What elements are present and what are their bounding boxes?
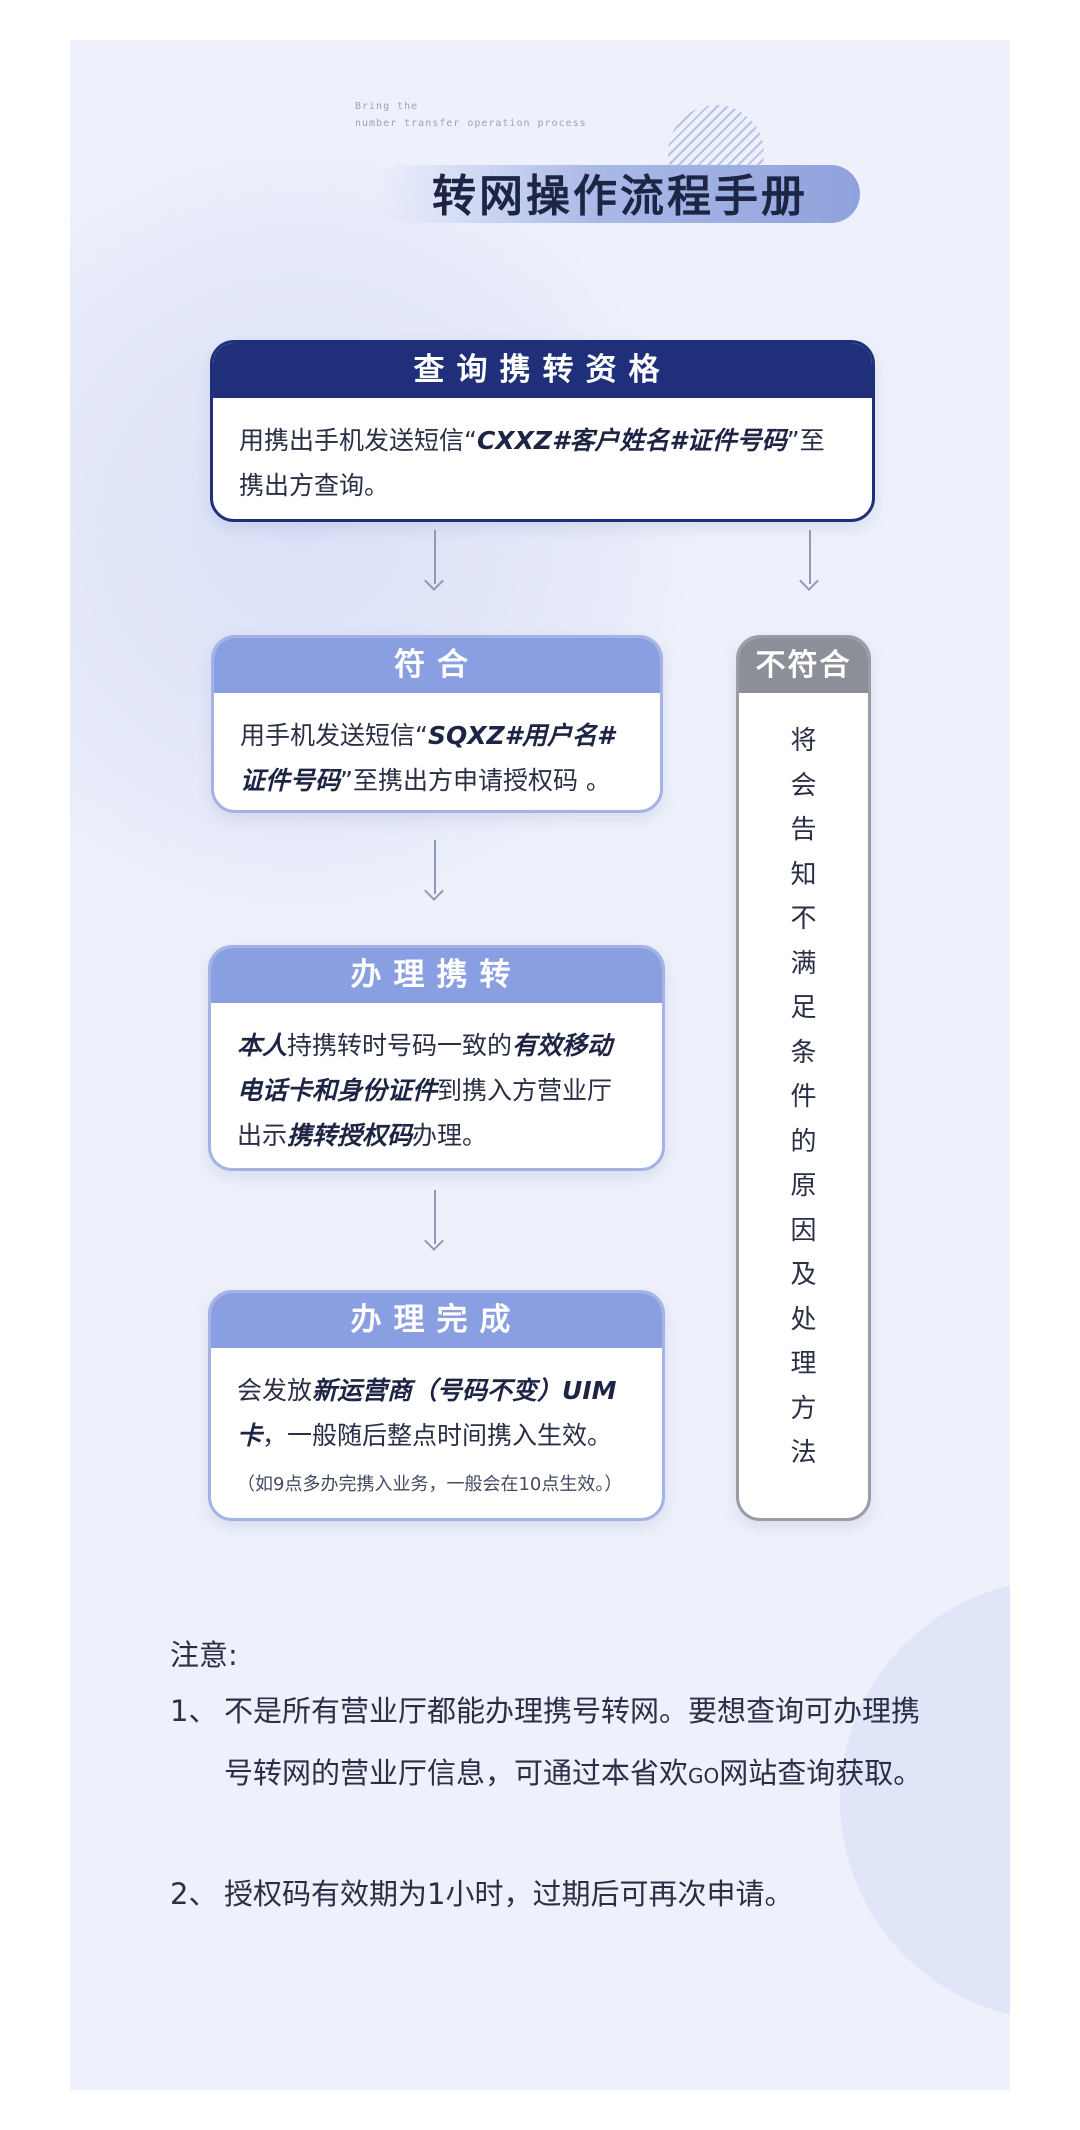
sms-code: SQXZ#用户名#证件号码 xyxy=(240,721,615,795)
eligible-card: 符合 用手机发送短信“SQXZ#用户名#证件号码”至携出方申请授权码 。 xyxy=(211,635,663,813)
transfer-done-card: 办理完成 会发放新运营商（号码不变）UIM卡，一般随后整点时间携入生效。 （如9点… xyxy=(208,1290,665,1521)
bold-text: 新运营商（号码不变）UIM卡 xyxy=(237,1376,617,1450)
eyebrow-line: Bring the xyxy=(355,101,419,112)
text: ，一般随后整点时间携入生效。 xyxy=(262,1421,613,1450)
down-arrow-icon xyxy=(424,840,446,902)
text: GO xyxy=(688,1764,720,1788)
spacer xyxy=(170,1807,930,1863)
ineligible-card: 不符合 将会告知不满足条件的原因及处理方法 xyxy=(736,635,871,1521)
note-text: 不是所有营业厅都能办理携号转网。要想查询可办理携号转网的营业厅信息，可通过本省欢… xyxy=(224,1680,930,1807)
notes-section: 注意: 1、 不是所有营业厅都能办理携号转网。要想查询可办理携号转网的营业厅信息… xyxy=(170,1630,930,1925)
notes-title: 注意: xyxy=(170,1638,238,1672)
text: 用手机发送短信“ xyxy=(240,721,428,750)
title-underline-bar xyxy=(375,165,860,223)
note-number: 2、 xyxy=(170,1877,218,1911)
text: 到携入方营业厅出示 xyxy=(237,1076,613,1150)
down-arrow-icon xyxy=(424,1190,446,1252)
check-eligibility-card: 查询携转资格 用携出手机发送短信“CXXZ#客户姓名#证件号码”至携出方查询。 xyxy=(210,340,875,522)
card-heading: 办理携转 xyxy=(211,948,662,1003)
text: 持携转时号码一致的 xyxy=(287,1031,513,1060)
card-heading: 符合 xyxy=(214,638,660,693)
note-number: 1、 xyxy=(170,1694,218,1728)
card-heading: 不符合 xyxy=(739,638,868,693)
manual-panel: Bring the number transfer operation proc… xyxy=(70,40,1010,2090)
card-heading: 查询携转资格 xyxy=(213,343,872,398)
card-body: 会发放新运营商（号码不变）UIM卡，一般随后整点时间携入生效。 （如9点多办完携入… xyxy=(211,1348,662,1504)
bold-text: 本人 xyxy=(237,1031,288,1060)
down-arrow-icon xyxy=(799,530,821,592)
text: 网站查询获取。 xyxy=(719,1756,923,1790)
vertical-explanation: 将会告知不满足条件的原因及处理方法 xyxy=(790,726,817,1468)
process-transfer-card: 办理携转 本人持携转时号码一致的有效移动电话卡和身份证件到携入方营业厅出示携转授… xyxy=(208,945,665,1171)
text: 会发放 xyxy=(237,1376,313,1405)
text: 用携出手机发送短信“ xyxy=(239,426,477,455)
down-arrow-icon xyxy=(424,530,446,592)
card-heading: 办理完成 xyxy=(211,1293,662,1348)
note-item: 2、 授权码有效期为1小时，过期后可再次申请。 xyxy=(170,1863,930,1925)
note-item: 1、 不是所有营业厅都能办理携号转网。要想查询可办理携号转网的营业厅信息，可通过… xyxy=(170,1680,930,1807)
bold-text: 有效移动电话卡和身份证件 xyxy=(237,1031,613,1105)
text: ”至携出方查询。 xyxy=(239,426,825,500)
eyebrow-line: number transfer operation process xyxy=(355,118,587,129)
text: 办理。 xyxy=(412,1121,488,1150)
page-title: 转网操作流程手册 xyxy=(432,171,808,222)
card-body: 用手机发送短信“SQXZ#用户名#证件号码”至携出方申请授权码 。 xyxy=(214,693,660,803)
card-body: 用携出手机发送短信“CXXZ#客户姓名#证件号码”至携出方查询。 xyxy=(213,398,872,508)
sms-code: CXXZ#客户姓名#证件号码 xyxy=(476,426,787,455)
text: ”至携出方申请授权码 。 xyxy=(340,766,611,795)
bold-text: 携转授权码 xyxy=(287,1121,413,1150)
card-body: 本人持携转时号码一致的有效移动电话卡和身份证件到携入方营业厅出示携转授权码办理。 xyxy=(211,1003,662,1158)
effective-time-note: （如9点多办完携入业务，一般会在10点生效。） xyxy=(237,1474,623,1495)
text: 不是所有营业厅都能办理携号转网。要想查询可办理携号转网的营业厅信息，可通过本省欢 xyxy=(224,1694,921,1790)
note-text: 授权码有效期为1小时，过期后可再次申请。 xyxy=(224,1877,794,1911)
header-eyebrow: Bring the number transfer operation proc… xyxy=(355,98,587,132)
